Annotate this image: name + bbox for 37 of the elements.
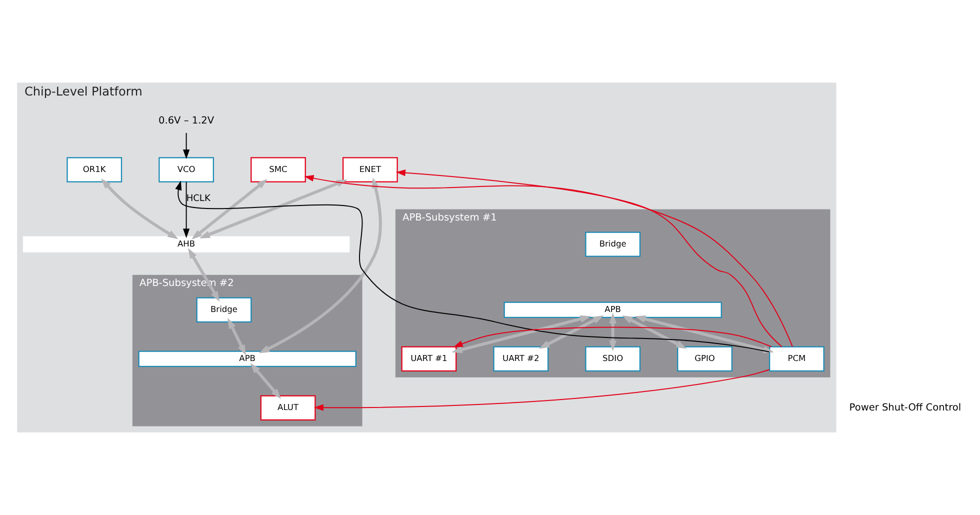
arrow <box>538 315 604 349</box>
node-text: 0.6V – 1.2V <box>158 115 214 126</box>
arrow <box>175 180 770 352</box>
arrow <box>634 315 774 354</box>
arrow <box>191 179 268 240</box>
arrow <box>188 248 220 302</box>
arrow <box>396 170 782 348</box>
arrow <box>250 362 282 399</box>
arrow <box>452 315 591 354</box>
arrow <box>304 174 793 348</box>
label: Power Shut-Off Control <box>849 402 962 414</box>
arrow <box>453 326 772 348</box>
arrow <box>101 178 178 240</box>
node-box: SMC <box>250 157 306 182</box>
node-box: APB <box>504 302 722 318</box>
node-box: GPIO <box>677 346 732 372</box>
node-box: AHB <box>22 236 350 252</box>
edge-label: HCLK <box>186 194 210 204</box>
node-box: Bridge <box>196 297 252 322</box>
arrow <box>182 181 190 238</box>
arrow <box>199 180 348 238</box>
node-box: APB <box>138 350 356 367</box>
arrow <box>258 178 382 354</box>
node-box: ALUT <box>260 395 316 420</box>
node-box: PCM <box>769 346 824 372</box>
node-box: SDIO <box>585 346 641 372</box>
arrow <box>622 315 687 349</box>
node-box: UART #2 <box>493 346 549 372</box>
node-box: Bridge <box>585 232 641 257</box>
node-box: OR1K <box>66 157 122 182</box>
arrow <box>182 132 190 160</box>
node-box: ENET <box>342 157 398 182</box>
node-box: VCO <box>158 157 214 182</box>
arrow <box>609 312 617 352</box>
arrow <box>228 318 246 356</box>
arrow <box>314 369 770 411</box>
node-box: UART #1 <box>401 346 457 372</box>
